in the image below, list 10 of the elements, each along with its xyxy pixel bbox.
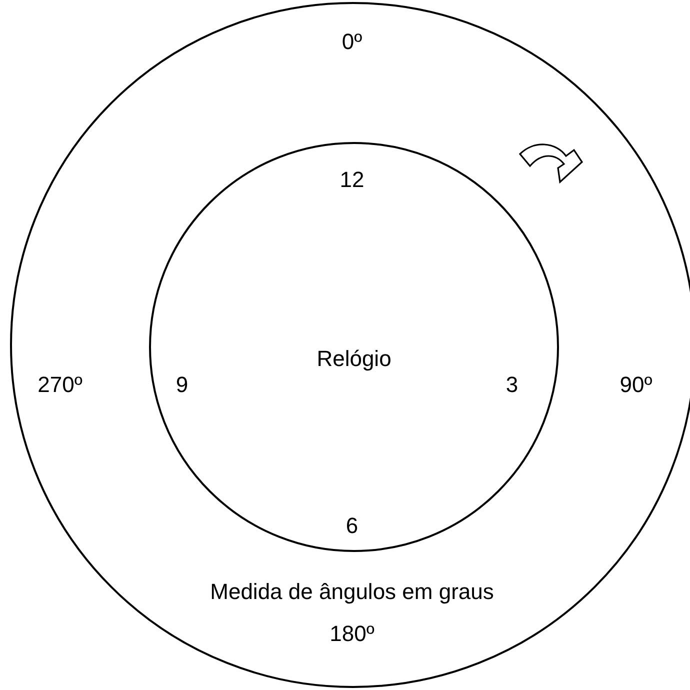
scale-label: 90º xyxy=(620,374,652,396)
scale-label: 9 xyxy=(176,374,188,396)
scale-label: 270º xyxy=(38,374,82,396)
scale-label: 180º xyxy=(330,623,374,645)
scale-label: 3 xyxy=(506,374,518,396)
scale-label: 6 xyxy=(346,515,358,537)
circle-label: Medida de ângulos em graus xyxy=(210,581,494,603)
scale-label: 0º xyxy=(342,31,362,53)
circle-label: Relógio xyxy=(316,348,392,370)
scale-label: 12 xyxy=(340,169,364,191)
